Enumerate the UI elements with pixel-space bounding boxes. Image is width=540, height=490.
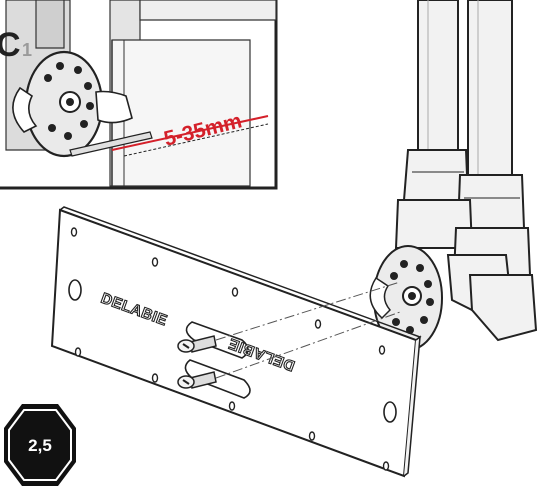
mounting-disc-holes [390,260,434,334]
alignment-guides [215,281,401,379]
right-elbow [468,274,538,342]
center-thread-dot [408,292,416,300]
hex-badge-inner [8,409,72,481]
screw-upper [177,335,217,353]
detail-inset: C 1 5-35mm [0,0,278,190]
plate-screw-holes [70,227,390,471]
plate-lower-cutout [184,359,251,399]
right-pipe [467,0,513,176]
hex-key-icon: 2,5 [4,404,76,486]
screws [177,335,217,389]
dimension-line [111,115,269,151]
hex-key-size-label: 2,5 [28,436,52,455]
mounting-disc-slot [369,276,392,320]
mounting-disc [369,245,443,351]
detail-subscript: 1 [22,40,32,60]
screw-lower [177,371,217,389]
mounting-plate: DELABIE DELABIE [50,206,422,478]
detail-letter: C [0,26,21,64]
plate-slot-right [383,401,397,423]
left-pipe [417,0,459,151]
supply-pipes [394,0,538,342]
plate-slot-left [68,279,82,301]
